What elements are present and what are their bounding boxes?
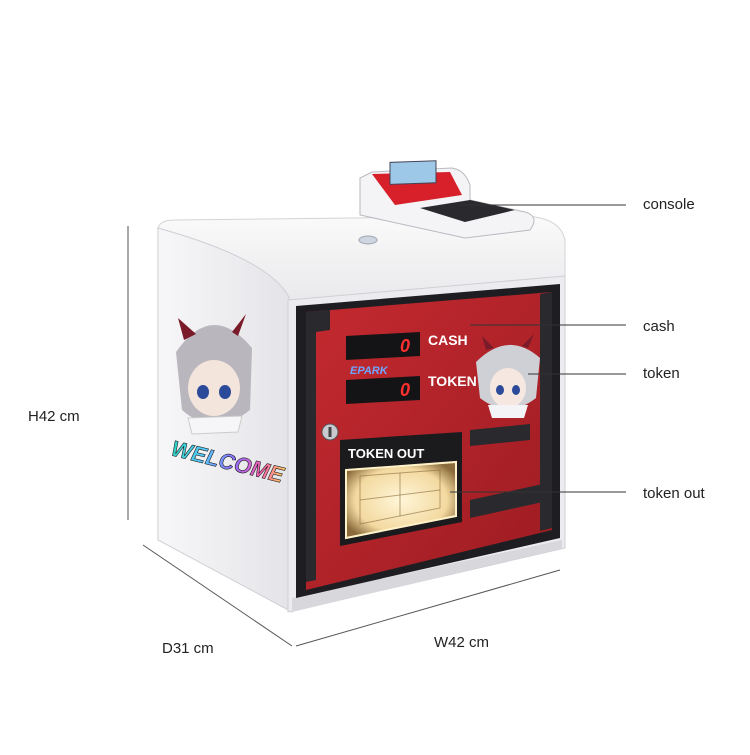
console-screen xyxy=(389,160,437,185)
power-button-icon xyxy=(358,235,378,245)
panel-trim-bottom xyxy=(470,482,552,518)
cash-display xyxy=(346,332,420,360)
token-display-value: 0 xyxy=(400,380,410,400)
token-callout-label: token xyxy=(643,365,680,382)
width-dimension-label: W42 cm xyxy=(434,634,490,651)
token-out-callout-label: token out xyxy=(643,485,705,502)
panel-trim-slot xyxy=(470,424,530,446)
cash-callout-label: cash xyxy=(643,318,675,335)
cabinet-base xyxy=(292,540,562,612)
token-out-label: TOKEN OUT xyxy=(348,446,424,461)
cash-display-value: 0 xyxy=(400,336,410,356)
panel-mascot xyxy=(476,334,540,418)
side-mascot xyxy=(176,314,252,435)
brand-logo: EPARK xyxy=(350,365,389,377)
token-label: TOKEN xyxy=(428,373,477,389)
depth-dimension-label: D31 cm xyxy=(162,640,214,657)
height-dimension-label: H42 cm xyxy=(28,408,80,425)
token-display xyxy=(346,376,420,404)
panel-trim-left xyxy=(306,310,330,582)
console-unit xyxy=(359,160,535,239)
cash-label: CASH xyxy=(428,332,468,348)
panel-trim-right xyxy=(540,292,552,531)
depth-dimension-line xyxy=(142,544,293,647)
width-dimension-line xyxy=(295,569,561,647)
keyhole xyxy=(328,427,332,437)
console-callout-label: console xyxy=(643,196,695,213)
token-out-tray xyxy=(345,460,457,540)
